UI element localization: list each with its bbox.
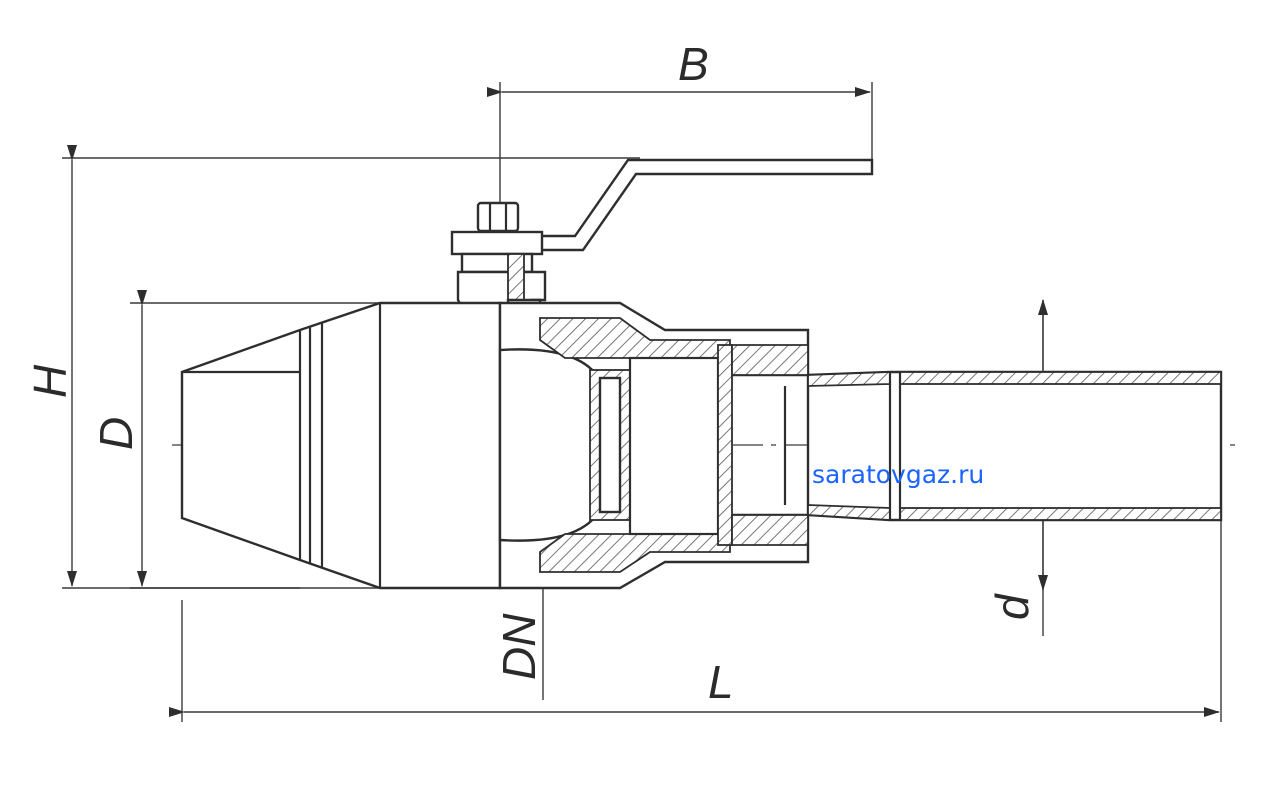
right-housing [498,301,810,590]
label-dn: DN [493,613,545,680]
handle-lever [518,158,874,252]
left-body [180,301,502,590]
dimension-lines [67,87,1220,717]
label-h: H [24,364,76,398]
label-d-large: D [90,417,142,450]
label-l: L [708,656,734,708]
label-d-small: d [986,593,1038,620]
label-b: B [678,38,709,90]
outlet-pipe [783,370,1223,522]
watermark-text: saratovgaz.ru [812,460,985,489]
